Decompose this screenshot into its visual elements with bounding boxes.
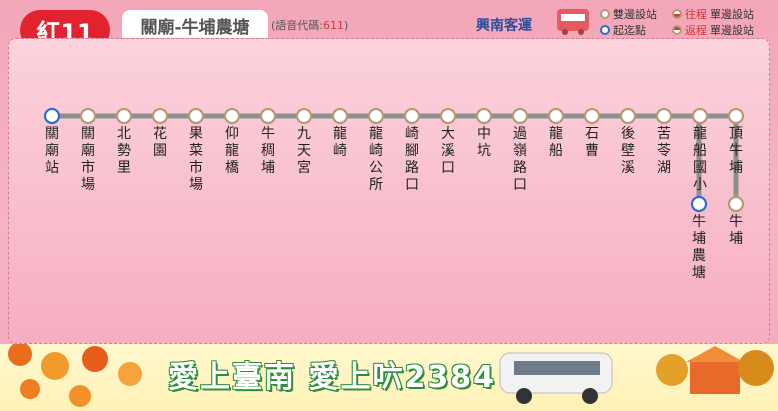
footer-banner — [0, 342, 778, 411]
legend: 雙邊設站 起迄點 往程單邊設站 返程單邊設站 — [600, 4, 770, 38]
stop-label: 石曹 — [585, 126, 599, 159]
bus-illustration-icon — [499, 352, 613, 404]
stop-marker — [187, 107, 205, 125]
stop-marker — [727, 195, 745, 213]
stop-label: 關廟市場 — [81, 126, 95, 193]
stop-label: 苦苓湖 — [657, 126, 671, 176]
legend-outbound-prefix: 往程 — [685, 8, 707, 21]
stop-marker — [403, 107, 421, 125]
stop-label: 牛稠埔 — [261, 126, 275, 176]
stop-label: 關廟站 — [45, 126, 59, 176]
legend-inbound-suffix: 單邊設站 — [710, 24, 754, 37]
stop-label: 龍崎公所 — [369, 126, 383, 193]
stop-marker — [295, 107, 313, 125]
both-way-dot-icon — [600, 9, 610, 19]
terminal-dot-icon — [600, 25, 610, 35]
stop-label: 大溪口 — [441, 126, 455, 176]
stop-marker — [115, 107, 133, 125]
legend-inbound: 返程單邊設站 — [672, 22, 754, 38]
stop-marker — [367, 107, 385, 125]
legend-both-way: 雙邊設站 — [600, 6, 657, 22]
stop-label: 果菜市場 — [189, 126, 203, 193]
voice-code-close: ) — [344, 19, 349, 32]
stop-marker — [151, 107, 169, 125]
stop-label: 龍船 — [549, 126, 563, 159]
inbound-dot-icon — [672, 25, 682, 35]
voice-code-label: (語音代碼: — [271, 19, 323, 32]
legend-outbound: 往程單邊設站 — [672, 6, 754, 22]
voice-code: (語音代碼:611) — [271, 17, 348, 33]
stop-marker — [331, 107, 349, 125]
route-panel — [8, 38, 770, 344]
footer-art — [8, 342, 774, 407]
legend-terminal: 起迄點 — [600, 22, 646, 38]
voice-code-number: 611 — [323, 19, 344, 32]
stop-marker — [439, 107, 457, 125]
operator-name: 興南客運 — [476, 18, 532, 34]
maple-leaves-icon — [8, 342, 142, 407]
bus-icon — [557, 9, 589, 35]
stop-label: 龍崎 — [333, 126, 347, 159]
stop-label: 過嶺路口 — [513, 126, 527, 193]
stop-marker — [223, 107, 241, 125]
route-title: 關廟-牛埔農塘 — [122, 10, 268, 40]
stop-label: 頂牛埔 — [729, 126, 743, 176]
stop-marker — [690, 195, 708, 213]
stop-marker — [619, 107, 637, 125]
stop-label: 仰龍橋 — [225, 126, 239, 176]
stop-label: 崎腳路口 — [405, 126, 419, 193]
stop-label: 牛埔農塘 — [692, 214, 706, 281]
stop-label: 後壁溪 — [621, 126, 635, 176]
stop-marker — [43, 107, 61, 125]
stop-label: 北勢里 — [117, 126, 131, 176]
stop-marker — [259, 107, 277, 125]
stop-label: 中坑 — [477, 126, 491, 159]
stop-marker — [583, 107, 601, 125]
legend-inbound-prefix: 返程 — [685, 24, 707, 37]
legend-outbound-suffix: 單邊設站 — [710, 8, 754, 21]
footer-slogan: 愛上臺南 愛上𠯿2384 — [168, 360, 496, 395]
trees-house-icon — [656, 346, 774, 394]
stop-marker — [547, 107, 565, 125]
outbound-dot-icon — [672, 9, 682, 19]
stop-marker — [475, 107, 493, 125]
stop-marker — [655, 107, 673, 125]
stop-label: 九天宮 — [297, 126, 311, 176]
stop-marker — [727, 107, 745, 125]
stop-marker — [79, 107, 97, 125]
legend-terminal-label: 起迄點 — [613, 24, 646, 37]
stop-label: 花園 — [153, 126, 167, 159]
stop-marker — [691, 107, 709, 125]
stop-label: 牛埔 — [729, 214, 743, 247]
legend-both-way-label: 雙邊設站 — [613, 8, 657, 21]
stop-label: 龍船國小 — [693, 126, 707, 193]
stop-marker — [511, 107, 529, 125]
